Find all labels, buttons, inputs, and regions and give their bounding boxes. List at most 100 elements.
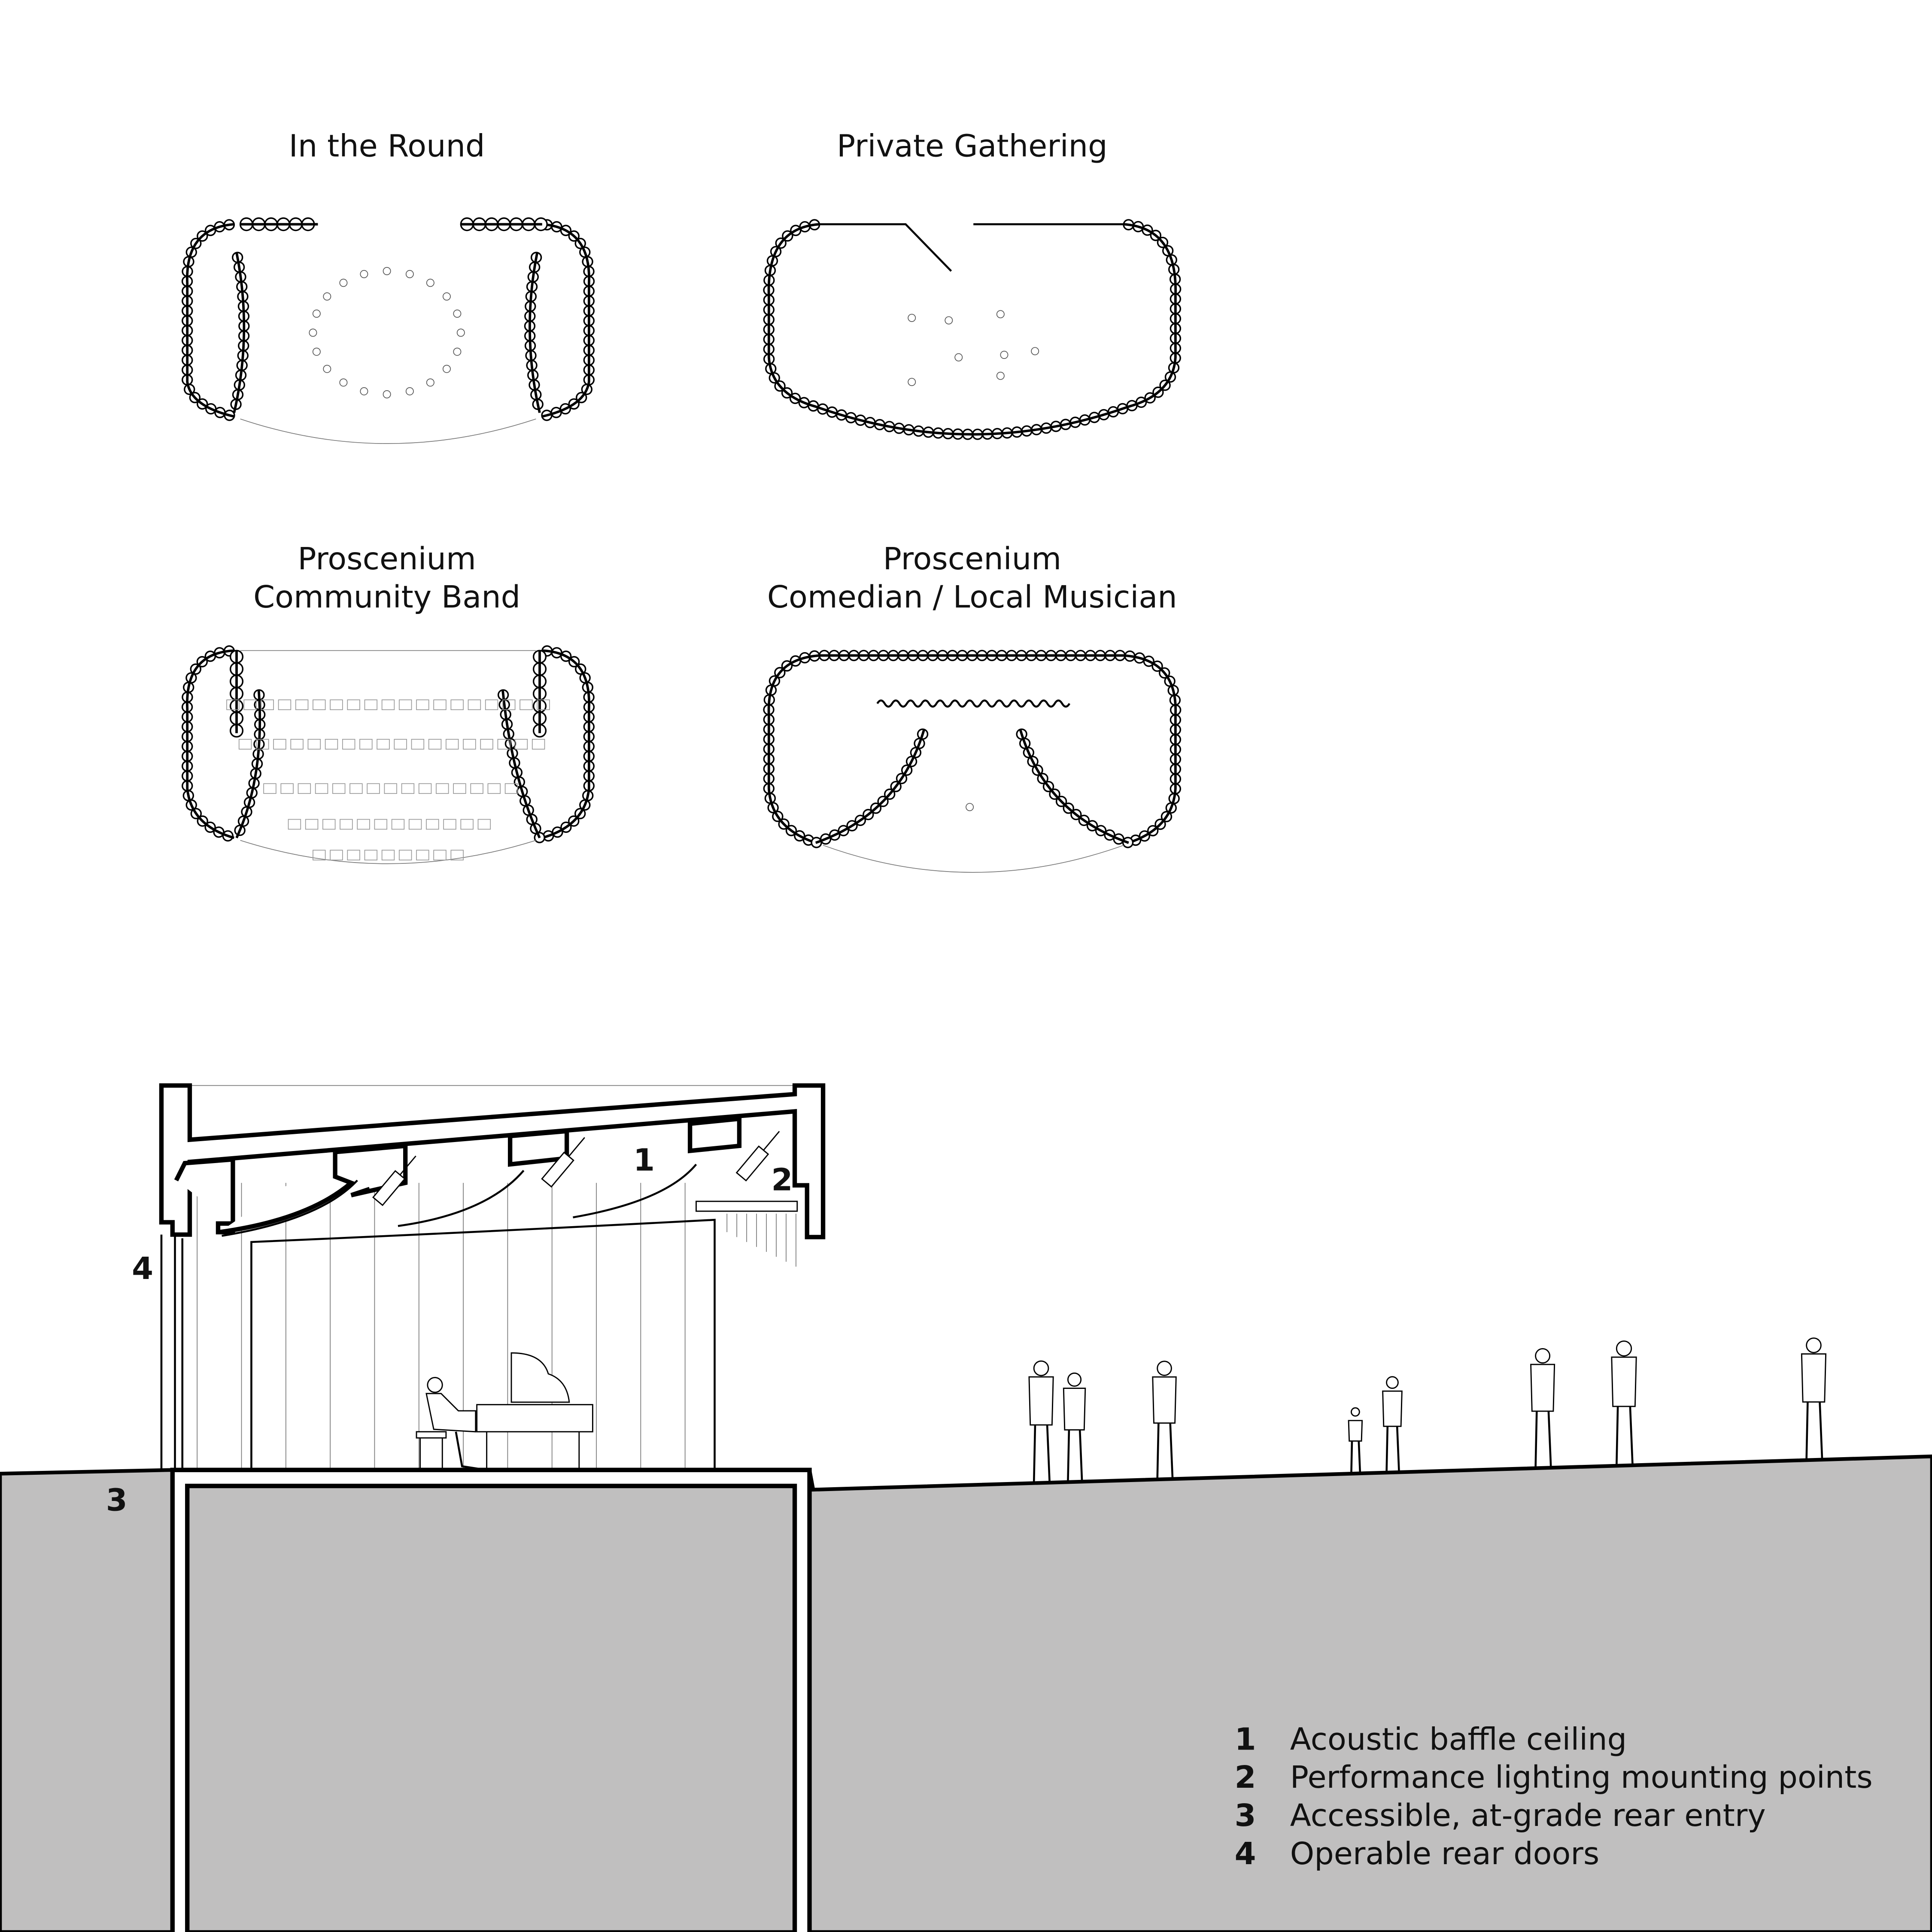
band-chair xyxy=(256,739,269,750)
band-chair xyxy=(330,850,343,861)
band-chair xyxy=(381,850,395,861)
band-chair xyxy=(330,699,343,710)
audience-figure xyxy=(360,387,368,395)
band-chair xyxy=(280,783,294,794)
person-legs xyxy=(1385,1426,1400,1473)
band-chair xyxy=(398,850,412,861)
guest-figure xyxy=(908,378,916,386)
audience-figure xyxy=(339,378,348,387)
person-head xyxy=(1386,1376,1399,1389)
person-torso xyxy=(1152,1376,1177,1424)
band-chair xyxy=(537,699,550,710)
band-chair xyxy=(332,783,346,794)
plan-inner-wall-left xyxy=(235,690,261,838)
band-chair xyxy=(411,739,425,750)
band-chair xyxy=(443,819,456,830)
band-chair xyxy=(261,699,274,710)
audience-figure xyxy=(339,279,348,287)
acoustic-baffle-1 xyxy=(219,1143,408,1235)
legend-label-2: Performance lighting mounting points xyxy=(1290,1759,1873,1795)
stage-light-2 xyxy=(541,1137,585,1188)
person-figure-6 xyxy=(1530,1348,1555,1468)
band-chair xyxy=(394,739,407,750)
band-chair xyxy=(238,739,252,750)
person-legs xyxy=(1616,1406,1634,1466)
callout-1: 1 xyxy=(633,1142,655,1178)
audience-figure xyxy=(360,270,368,278)
band-chair xyxy=(357,819,370,830)
legend-num-3: 3 xyxy=(1235,1797,1256,1833)
guest-figure xyxy=(1000,351,1009,359)
plan-front-edge xyxy=(240,418,536,444)
plan-private-gathering xyxy=(763,219,1182,440)
plan-outer-wall-right xyxy=(819,654,1177,844)
person-legs xyxy=(1805,1402,1823,1460)
plan-outer-wall-left xyxy=(767,654,820,844)
band-chair xyxy=(377,739,390,750)
stage-light-1 xyxy=(372,1155,416,1206)
band-chair xyxy=(298,783,311,794)
band-chair xyxy=(477,819,491,830)
band-chair xyxy=(416,850,429,861)
band-chair xyxy=(347,699,360,710)
person-head xyxy=(1535,1348,1551,1364)
person-figure-5 xyxy=(1382,1376,1403,1473)
callout-3: 3 xyxy=(106,1482,128,1518)
callout-2: 2 xyxy=(772,1161,793,1197)
plan-inner-wall-left xyxy=(233,252,246,413)
pianist-at-piano xyxy=(416,1352,593,1470)
band-chair xyxy=(325,739,338,750)
plan-angled-wall-right xyxy=(1019,729,1129,844)
band-chair xyxy=(381,699,395,710)
band-chair xyxy=(480,739,493,750)
band-chair xyxy=(428,739,442,750)
band-chair xyxy=(384,783,397,794)
band-chair xyxy=(315,783,328,794)
person-torso xyxy=(1801,1353,1827,1403)
audience-figure xyxy=(442,292,451,301)
audience-figure xyxy=(453,347,462,356)
band-chair xyxy=(398,699,412,710)
plan-subtitle-community-band: Community Band xyxy=(253,579,520,615)
guest-figure xyxy=(1031,347,1039,355)
person-head xyxy=(1067,1372,1082,1387)
band-chair xyxy=(433,850,447,861)
plan-drawings xyxy=(181,217,1182,873)
audience-figure xyxy=(383,267,391,275)
person-figure-4 xyxy=(1348,1407,1363,1474)
person-head xyxy=(1033,1360,1049,1376)
band-chair xyxy=(408,819,422,830)
person-head xyxy=(1350,1407,1360,1417)
legend-label-4: Operable rear doors xyxy=(1290,1835,1599,1871)
person-torso xyxy=(1348,1420,1363,1442)
band-chair xyxy=(226,699,240,710)
rear-doors xyxy=(160,1234,184,1470)
band-chair xyxy=(514,739,528,750)
person-head xyxy=(1806,1337,1822,1353)
person-legs xyxy=(1033,1425,1051,1483)
stage-light-3 xyxy=(735,1131,780,1182)
band-chair xyxy=(416,699,429,710)
audience-figure xyxy=(312,347,321,356)
plan-angled-wall-left xyxy=(815,729,926,844)
plan-title-proscenium-comedian: Proscenium xyxy=(883,541,1062,577)
audience-figure xyxy=(323,292,331,301)
band-chair xyxy=(401,783,415,794)
band-chair xyxy=(278,699,292,710)
band-chair xyxy=(307,739,321,750)
band-chair xyxy=(364,850,378,861)
person-figure-8 xyxy=(1801,1337,1827,1460)
ground-section-fill xyxy=(0,1454,1932,1932)
guest-figure xyxy=(996,310,1005,319)
audience-figure xyxy=(405,270,414,278)
plan-outer-wall-right xyxy=(542,223,590,418)
plan-entry-notch xyxy=(819,223,1124,272)
band-chair xyxy=(470,783,483,794)
plan-outer-wall-left xyxy=(186,223,234,418)
plan-outer-wall-left xyxy=(186,649,235,839)
guest-figure xyxy=(954,353,963,361)
stage-curtain-wave xyxy=(876,699,1071,708)
audience-figure xyxy=(426,279,434,287)
plan-title-in-the-round: In the Round xyxy=(289,128,485,164)
